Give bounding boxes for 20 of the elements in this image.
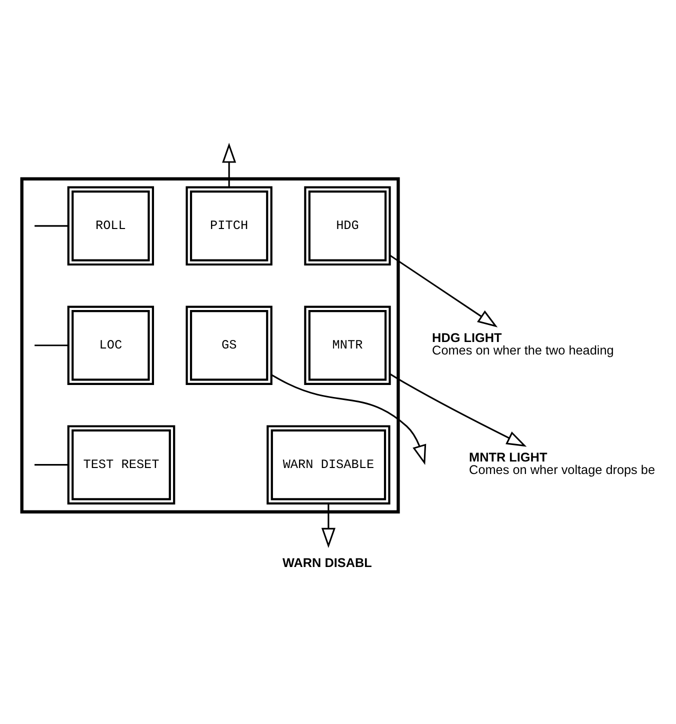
connector: [34, 224, 68, 226]
arrow: [389, 254, 498, 327]
connector: [34, 464, 68, 466]
node-box: ROLL: [66, 186, 154, 266]
arrow: [320, 503, 335, 548]
connector: [34, 344, 68, 346]
node-text: HDG LIGHT Comes on wher the two heading: [432, 330, 614, 357]
node-box: MNTR: [304, 305, 390, 385]
node-box: GS: [185, 305, 272, 385]
cluster: [20, 176, 400, 513]
node-box: LOC: [66, 305, 154, 385]
node-box: WARN DISABLE: [266, 424, 390, 504]
node-box: TEST RESET: [66, 424, 175, 504]
node-text: WARN DISABL: [282, 555, 372, 570]
node-box: PITCH: [185, 186, 272, 266]
arrow: [270, 374, 426, 464]
arrow: [388, 372, 526, 446]
arrow: [222, 142, 236, 186]
node-box: HDG: [304, 186, 390, 266]
node-text: MNTR LIGHT Comes on wher voltage drops be: [468, 450, 655, 476]
